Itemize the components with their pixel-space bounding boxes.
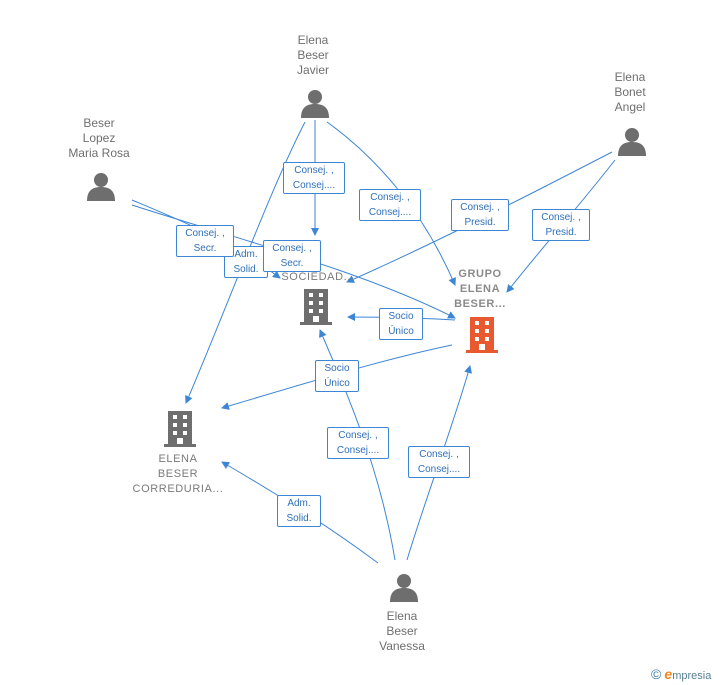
- edge-label-maria-secr2[interactable]: Consej. , Secr.: [263, 240, 321, 272]
- person-icon-maria-rosa[interactable]: [87, 171, 115, 201]
- edge-label-vanessa-correduria[interactable]: Adm. Solid.: [277, 495, 321, 527]
- building-icon-sociedad[interactable]: [300, 289, 332, 325]
- edge-label-vanessa-grupo[interactable]: Consej. , Consej....: [408, 446, 470, 478]
- building-icon-correduria[interactable]: [164, 411, 196, 447]
- person-icon-vanessa[interactable]: [390, 572, 418, 602]
- company-label-grupo[interactable]: GRUPO ELENA BESER...: [454, 268, 506, 310]
- person-label-maria-rosa[interactable]: Beser Lopez Maria Rosa: [68, 116, 130, 160]
- edge-label-javier-sociedad[interactable]: Consej. , Consej....: [283, 162, 345, 194]
- person-label-vanessa[interactable]: Elena Beser Vanessa: [379, 609, 425, 653]
- edge-label-javier-grupo[interactable]: Consej. , Consej....: [359, 189, 421, 221]
- edge-label-bonet-sociedad[interactable]: Consej. , Presid.: [451, 199, 509, 231]
- edge-label-maria-secr1[interactable]: Consej. , Secr.: [176, 225, 234, 257]
- brand-name: mpresia: [672, 670, 712, 682]
- edge-label-vanessa-sociedad[interactable]: Consej. , Consej....: [327, 427, 389, 459]
- edge-label-bonet-grupo[interactable]: Consej. , Presid.: [532, 209, 590, 241]
- copyright-brand[interactable]: © empresia: [651, 666, 711, 682]
- person-icon-bonet[interactable]: [618, 126, 646, 156]
- person-label-bonet[interactable]: Elena Bonet Angel: [614, 70, 646, 114]
- empresia-logo-icon: e: [664, 666, 673, 682]
- person-icon-javier[interactable]: [301, 88, 329, 118]
- edge-label-grupo-sociedad[interactable]: Socio Único: [379, 308, 423, 340]
- building-icon-grupo[interactable]: [466, 317, 498, 353]
- person-label-javier[interactable]: Elena Beser Javier: [296, 33, 329, 77]
- company-label-correduria[interactable]: ELENA BESER CORREDURIA...: [132, 453, 224, 495]
- edge-label-grupo-correduria[interactable]: Socio Único: [315, 360, 359, 392]
- copyright-icon: ©: [651, 666, 662, 682]
